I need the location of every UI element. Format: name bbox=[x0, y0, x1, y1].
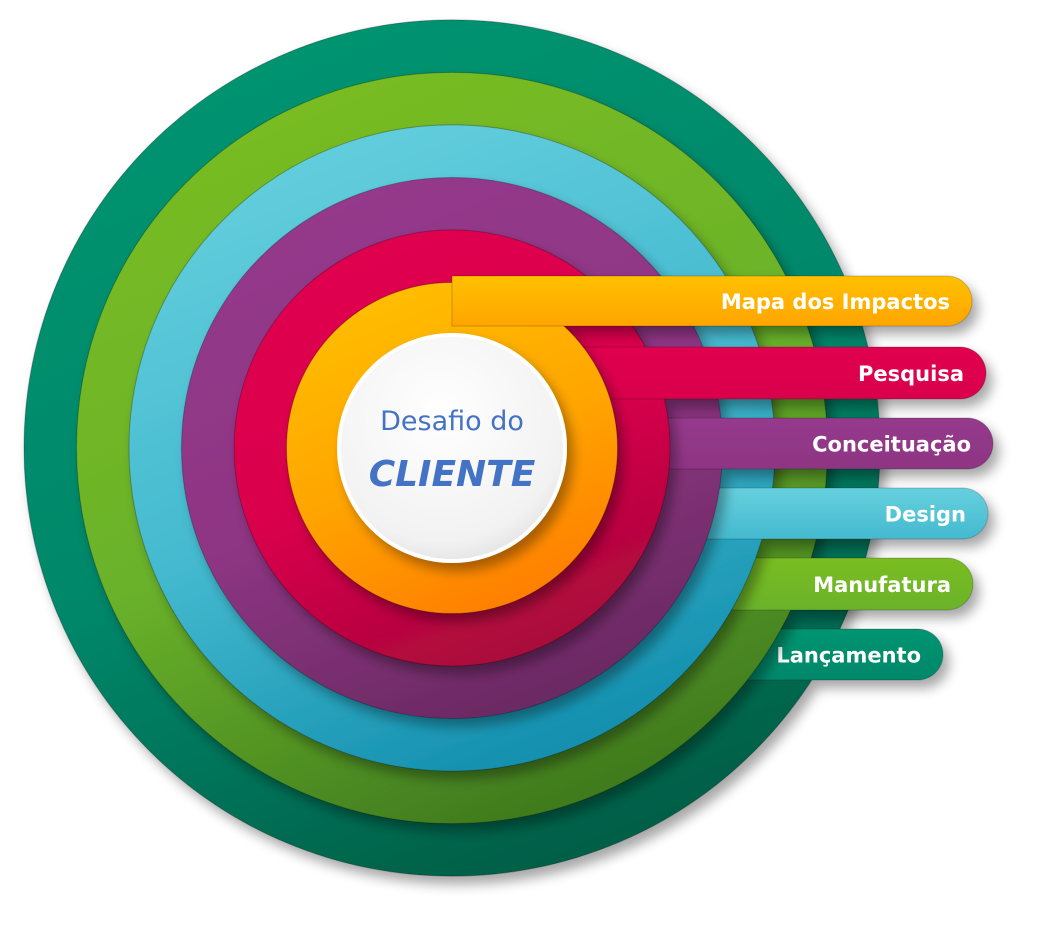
stage-label-6: Lançamento bbox=[776, 644, 921, 668]
stage-label-3: Conceituação bbox=[812, 433, 971, 457]
stage-label-1: Mapa dos Impactos bbox=[721, 290, 950, 314]
center-title-line1: Desafio do bbox=[380, 406, 524, 437]
stage-label-5: Manufatura bbox=[813, 573, 951, 597]
stage-bar-1[interactable] bbox=[451, 275, 973, 327]
stage-label-4: Design bbox=[885, 503, 966, 527]
center-circle bbox=[337, 333, 567, 563]
stage-label-2: Pesquisa bbox=[858, 362, 964, 386]
center-title-line2: CLIENTE bbox=[369, 454, 536, 495]
center-circle-group: Desafio do CLIENTE bbox=[337, 333, 567, 563]
